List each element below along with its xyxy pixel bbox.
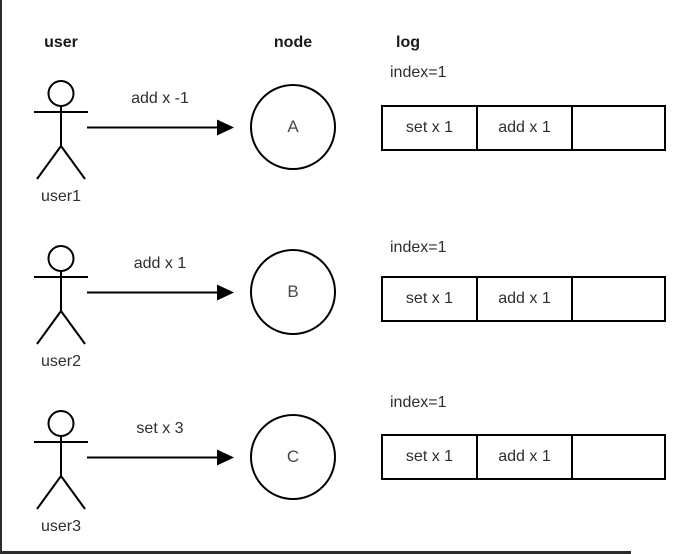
log-table: set x 1 add x 1 (381, 105, 666, 151)
arrow-icon (87, 449, 234, 466)
node-label: A (287, 117, 299, 136)
user-actor-icon (34, 410, 88, 510)
user-label: user1 (40, 188, 82, 205)
log-table: set x 1 add x 1 (381, 276, 666, 322)
log-cell-empty (573, 436, 664, 478)
log-index-label: index=1 (390, 394, 447, 411)
canvas-bottom-border (0, 551, 631, 554)
log-cell: add x 1 (478, 278, 573, 320)
node-circle: A (250, 84, 336, 170)
command-label: add x -1 (131, 90, 189, 107)
node-circle: C (250, 414, 336, 500)
command-label: set x 3 (136, 420, 184, 437)
arrow-icon (87, 119, 234, 136)
log-table: set x 1 add x 1 (381, 434, 666, 480)
log-cell: set x 1 (383, 278, 478, 320)
log-index-label: index=1 (390, 64, 447, 81)
user-label: user3 (40, 518, 82, 535)
user-actor-icon (34, 80, 88, 180)
log-cell: add x 1 (478, 107, 573, 149)
command-label: add x 1 (133, 255, 187, 272)
node-label: B (287, 282, 299, 301)
column-header-node: node (273, 34, 313, 51)
user-label: user2 (40, 353, 82, 370)
user-actor-icon (34, 245, 88, 345)
column-header-log: log (396, 34, 420, 51)
log-cell: set x 1 (383, 436, 478, 478)
column-header-user: user (44, 34, 78, 51)
log-cell: set x 1 (383, 107, 478, 149)
canvas-left-border (0, 0, 2, 554)
log-cell: add x 1 (478, 436, 573, 478)
arrow-icon (87, 284, 234, 301)
node-circle: B (250, 249, 336, 335)
node-label: C (286, 447, 300, 466)
log-index-label: index=1 (390, 239, 447, 256)
